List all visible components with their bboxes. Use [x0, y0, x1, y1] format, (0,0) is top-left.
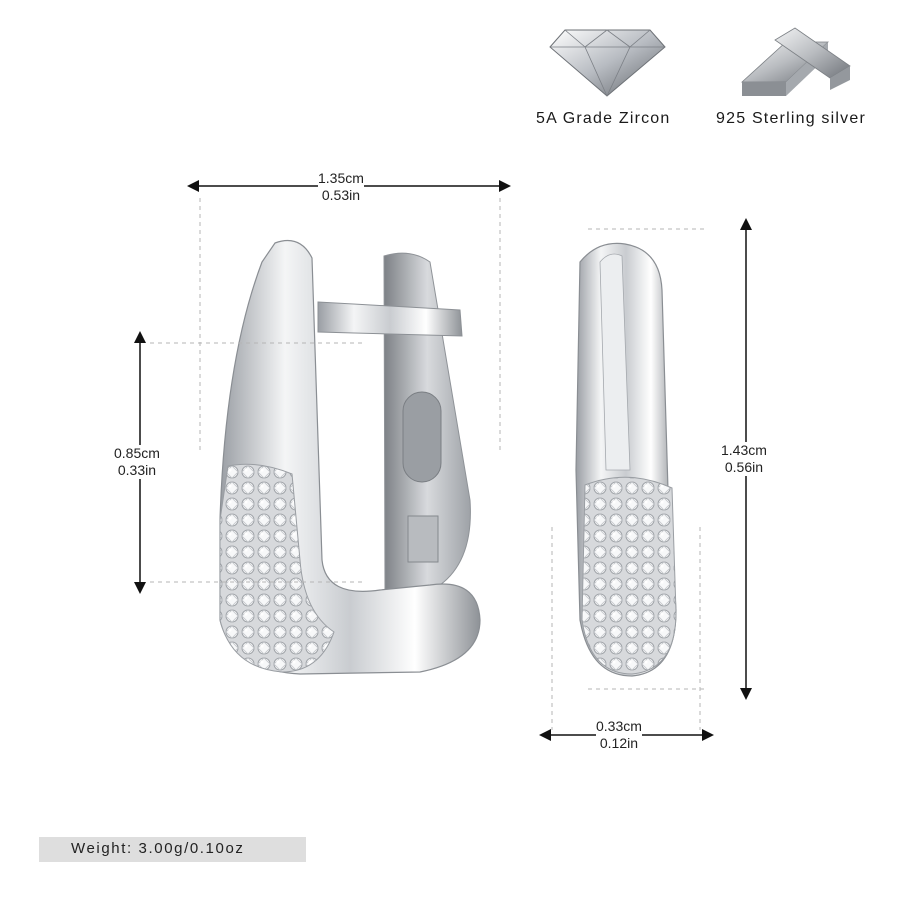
- weight-label: Weight: 3.00g/0.10oz: [71, 840, 245, 857]
- weight-banner: Weight: 3.00g/0.10oz: [39, 837, 306, 862]
- silver-bar-icon: [740, 27, 851, 96]
- dimension-stone-height-cm: 0.85cm: [114, 445, 160, 461]
- zircon-gem-icon: [549, 29, 666, 97]
- dimension-side-width: 0.33cm 0.12in: [596, 718, 642, 752]
- dimension-side-height-cm: 1.43cm: [721, 442, 767, 458]
- dimension-side-height: 1.43cm 0.56in: [721, 442, 767, 476]
- earring-front-view: [219, 239, 481, 675]
- earring-side-view: [575, 242, 677, 677]
- dimension-stone-height: 0.85cm 0.33in: [114, 445, 160, 479]
- zircon-label: 5A Grade Zircon: [536, 110, 671, 127]
- dimension-front-width-in: 0.53in: [321, 187, 361, 203]
- guide-lines: [150, 198, 708, 730]
- dimension-front-width: 1.35cm 0.53in: [318, 170, 364, 204]
- dimension-side-width-cm: 0.33cm: [596, 718, 642, 734]
- dimension-front-width-cm: 1.35cm: [318, 170, 364, 186]
- silver-label: 925 Sterling silver: [716, 110, 866, 127]
- dimension-side-width-in: 0.12in: [599, 735, 639, 751]
- dimension-stone-height-in: 0.33in: [117, 462, 157, 478]
- dimension-side-height-in: 0.56in: [724, 459, 764, 475]
